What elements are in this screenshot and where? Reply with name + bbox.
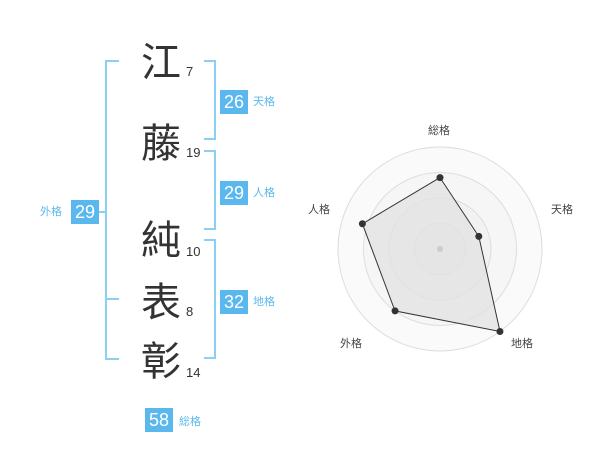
jinkaku-bracket-top <box>204 150 216 152</box>
stroke-count-4: 8 <box>186 304 194 319</box>
stroke-count-2: 19 <box>186 145 201 160</box>
radar-center-dot <box>437 246 443 252</box>
gaikaku-label: 外格 <box>40 205 62 218</box>
chikaku-bracket-spine <box>214 239 216 359</box>
soukaku-label: 総格 <box>179 415 201 428</box>
radar-axis-label-gaikaku: 外格 <box>340 337 362 350</box>
tenkaku-value-badge: 26 <box>220 90 248 114</box>
name-char-2: 藤 <box>141 121 181 167</box>
radar-point-1 <box>436 174 444 182</box>
name-char-3: 純 <box>141 218 181 264</box>
radar-axis-label-chikaku: 地格 <box>511 337 533 350</box>
gaikaku-bracket-bottom <box>105 358 119 360</box>
tenkaku-bracket-top <box>204 60 216 62</box>
name-char-1: 江 <box>141 40 181 86</box>
radar-point-3 <box>496 328 504 336</box>
radar-axis-label-soukaku: 総格 <box>428 124 450 137</box>
gaikaku-bracket-spine <box>105 60 107 360</box>
chikaku-value-badge: 32 <box>220 290 248 314</box>
gaikaku-value-badge: 29 <box>71 200 99 224</box>
radar-axis-label-jinkaku: 人格 <box>308 203 330 216</box>
jinkaku-label: 人格 <box>253 186 275 199</box>
chikaku-label: 地格 <box>253 295 275 308</box>
gaikaku-bracket-top <box>105 60 119 62</box>
tenkaku-bracket-spine <box>214 60 216 140</box>
tenkaku-label: 天格 <box>253 95 275 108</box>
radar-point-2 <box>475 232 483 240</box>
jinkaku-bracket-spine <box>214 150 216 230</box>
radar-value-polygon <box>361 176 501 333</box>
name-char-5: 彰 <box>141 339 181 385</box>
radar-axis-label-tenkaku: 天格 <box>551 203 573 216</box>
radar-point-5 <box>358 220 366 228</box>
jinkaku-bracket-bottom <box>204 228 216 230</box>
name-char-4: 表 <box>141 280 181 326</box>
jinkaku-value-badge: 29 <box>220 181 248 205</box>
stroke-count-1: 7 <box>186 64 194 79</box>
chikaku-bracket-bottom <box>204 357 216 359</box>
gaikaku-connector <box>99 211 107 213</box>
radar-point-4 <box>391 307 399 315</box>
stroke-count-3: 10 <box>186 244 201 259</box>
soukaku-value-badge: 58 <box>145 408 173 432</box>
tenkaku-bracket-bottom <box>204 138 216 140</box>
stroke-count-5: 14 <box>186 365 201 380</box>
gaikaku-bracket-mid <box>105 298 119 300</box>
chikaku-bracket-top <box>204 239 216 241</box>
